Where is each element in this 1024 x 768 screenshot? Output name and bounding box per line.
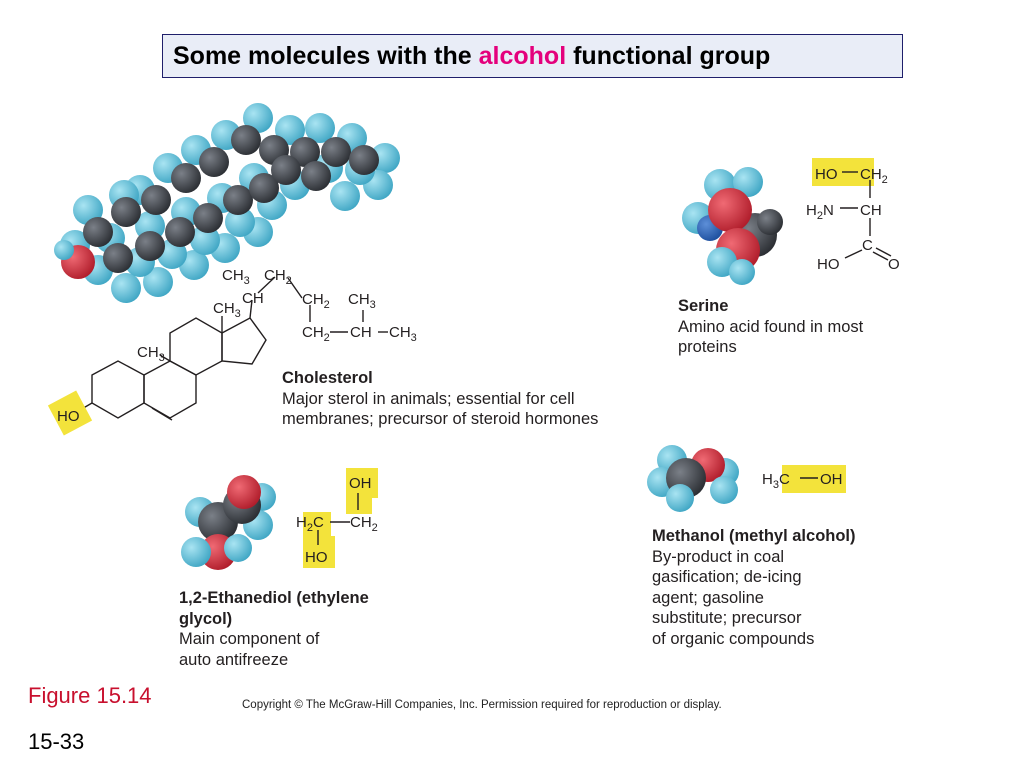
copyright-notice: Copyright © The McGraw-Hill Companies, I… [242,699,722,711]
cholesterol-caption: Cholesterol Major sterol in animals; ess… [282,368,598,430]
svg-text:CH2: CH2 [302,291,330,311]
title-prefix: Some molecules with the [173,42,479,70]
cholesterol-desc-line1: Major sterol in animals; essential for c… [282,389,575,408]
svg-text:CH3: CH3 [222,267,250,287]
methanol-formula-labels: H3C OH [762,471,843,491]
serine-caption: Serine Amino acid found in most proteins [678,296,863,358]
ethylene-glycol-desc-line1: Main component of [179,630,320,648]
svg-text:H2C: H2C [296,514,324,534]
glycol-formula-labels: OH H2C CH2 HO [296,475,378,566]
svg-text:CH2: CH2 [264,267,292,287]
svg-text:HO: HO [815,166,838,183]
cholesterol-oh-highlight [47,390,93,436]
figure-label: Figure 15.14 [28,683,152,708]
serine-name: Serine [678,297,729,315]
cholesterol-space-filling-model [54,103,400,303]
svg-text:CH: CH [860,202,882,219]
ethylene-glycol-name-line1: 1,2-Ethanediol (ethylene [179,589,369,607]
slide-number: 15-33 [28,729,85,754]
cholesterol-structural-formula [79,276,388,421]
ethylene-glycol-caption: 1,2-Ethanediol (ethylene glycol) Main co… [179,588,369,670]
cholesterol-desc-line2: membranes; precursor of steroid hormones [282,410,599,428]
methanol-desc-line3: agent; gasoline [652,588,764,607]
methanol-desc-line1: By-product in coal [652,547,785,566]
svg-text:CH: CH [350,324,372,341]
serine-desc-line1: Amino acid found in most [678,317,864,336]
serine-formula-labels: HO CH2 H2N CH C HO O [806,166,900,273]
ethylene-glycol-space-filling-model [181,475,276,570]
svg-text:CH: CH [242,290,264,307]
glycol-top-oh-highlight [346,468,378,498]
svg-text:CH3: CH3 [389,324,417,344]
methanol-space-filling-model [647,445,739,512]
svg-text:HO: HO [305,549,328,566]
svg-text:C: C [862,237,873,254]
methanol-desc-line5: of organic compounds [652,629,815,648]
glycol-bottom-oh-highlight [303,536,335,568]
svg-text:CH3: CH3 [137,344,165,364]
svg-text:CH3: CH3 [213,300,241,320]
glycol-bonds [317,493,359,545]
ethylene-glycol-name-line2: glycol) [179,609,233,628]
svg-text:H2N: H2N [806,202,834,222]
methanol-name: Methanol (methyl alcohol) [652,527,856,545]
svg-text:CH3: CH3 [348,291,376,311]
cholesterol-name: Cholesterol [282,369,373,387]
methanol-desc-line2: gasification; de-icing [652,568,802,586]
methanol-oh-highlight [782,465,846,493]
serine-space-filling-model [682,167,783,285]
cholesterol-formula-labels: HO CH3 CH3 CH3 CH CH2 CH2 CH3 CH2 CH CH3 [57,267,417,425]
ethylene-glycol-desc-line2: auto antifreeze [179,650,289,669]
svg-text:CH2: CH2 [302,324,330,344]
svg-text:O: O [888,256,900,273]
serine-desc-line2: proteins [678,338,737,356]
title-box: Some molecules with the alcohol function… [162,34,903,78]
slide-title: Some molecules with the alcohol function… [173,42,770,71]
svg-text:CH2: CH2 [350,514,378,534]
svg-text:HO: HO [817,256,840,273]
title-suffix: functional group [566,42,771,70]
methanol-desc-line4: substitute; precursor [652,609,802,627]
svg-text:OH: OH [349,475,372,492]
serine-bonds [840,171,892,261]
svg-text:H3C: H3C [762,471,790,491]
methanol-caption: Methanol (methyl alcohol) By-product in … [652,526,856,649]
title-highlight: alcohol [478,42,567,70]
svg-text:HO: HO [57,408,80,425]
svg-text:OH: OH [820,471,843,488]
svg-text:CH2: CH2 [860,166,888,186]
